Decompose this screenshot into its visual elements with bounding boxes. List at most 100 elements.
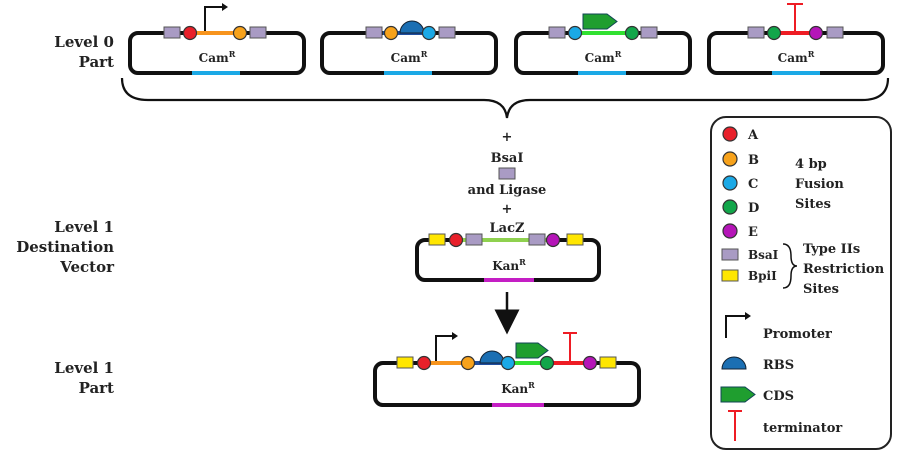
row-label-line: Part [78,379,114,397]
fusion-site-e [545,232,561,248]
promoter-icon [435,335,452,361]
fusion-site-a [448,232,464,248]
bsai-site [640,26,658,39]
rbs-icon [479,350,505,364]
legend-fusion-site-c-label: C [748,177,758,192]
legend-restriction-caption: Restriction [803,262,885,277]
terminator-icon [563,332,577,361]
legend-panel [710,116,892,450]
bsai-site [747,26,765,39]
level0-part-rbs: CamR [320,20,498,75]
row-label-line: Level 0 [54,33,114,51]
legend-content: A B C D E 4 bp Fusion Sites BsaI BpiI Ty… [720,126,885,441]
legend-promoter-arrowhead [745,312,751,320]
row-label-line: Level 1 [54,218,114,236]
bsai-site [826,26,844,39]
bsai-site-icon [498,167,516,180]
legend-fusion-site-d-icon [722,199,738,215]
cam-resistance-label: CamR [585,49,622,65]
row-label-level1-part: Level 1 Part [20,358,114,398]
legend-fusion-sites-caption: Fusion [795,177,844,192]
row-label-line: Part [78,53,114,71]
promoter-icon [204,6,222,31]
legend-restriction-brace [782,243,798,289]
fusion-site-b [383,25,399,41]
legend-fusion-sites-caption: 4 bp [795,157,827,172]
insert-label: LacZ [490,221,525,236]
row-label-line: Vector [60,258,114,276]
fusion-site-a [416,355,432,371]
plus-sign: + [502,130,513,145]
terminator-icon [787,3,803,31]
enzyme-label: BsaI [491,151,524,166]
legend-restriction-caption: Sites [803,282,839,297]
legend-fusion-site-a-icon [722,126,738,142]
promoter-arrowhead [222,3,228,11]
row-label-line: Level 1 [54,359,114,377]
promoter-arrowhead [452,332,458,340]
bsai-site [163,26,181,39]
legend-fusion-site-c-icon [722,175,738,191]
row-label-level1-destination: Level 1 Destination Vector [10,217,114,277]
cds-icon [582,13,618,30]
legend-promoter-label: Promoter [763,327,832,342]
bpii-site [428,233,446,246]
legend-terminator-icon [728,410,742,441]
combine-brace [120,77,890,119]
bsai-site [249,26,267,39]
level1-destination-vector: KanR [415,232,601,282]
bsai-site [438,26,456,39]
bsai-site [528,233,546,246]
cam-resistance-label: CamR [391,49,428,65]
fusion-site-b [232,25,248,41]
fusion-site-e [808,25,824,41]
row-label-level0: Level 0 Part [20,32,114,72]
legend-rbs-label: RBS [763,358,794,373]
rbs-icon [399,20,425,34]
fusion-site-e [582,355,598,371]
cds-icon [515,342,549,359]
fusion-site-c [500,355,516,371]
level1-assembled-part: KanR [373,332,641,407]
fusion-site-a [182,25,198,41]
legend-fusion-sites-caption: Sites [795,197,831,212]
bpii-site [599,356,617,369]
legend-restriction-caption: Type IIs [803,242,860,257]
fusion-site-b [460,355,476,371]
legend-fusion-site-b-icon [722,151,738,167]
legend-bsai-icon [721,248,739,261]
legend-fusion-site-a-label: A [747,128,759,143]
legend-cds-icon [720,386,756,403]
fusion-site-c [421,25,437,41]
legend-terminator-label: terminator [763,421,842,436]
legend-bpii-label: BpiI [748,269,777,283]
bsai-site [548,26,566,39]
bsai-site [365,26,383,39]
ligase-label: and Ligase [468,183,547,198]
row-label-line: Destination [16,238,114,256]
legend-rbs-icon [721,356,747,370]
fusion-site-d [766,25,782,41]
level0-part-promoter: CamR [128,3,306,75]
bsai-site [465,233,483,246]
legend-promoter-icon [725,315,745,338]
level0-part-cds: CamR [514,13,692,75]
fusion-site-d [539,355,555,371]
legend-fusion-site-b-label: B [748,153,759,168]
fusion-site-d [624,25,640,41]
plus-sign: + [502,202,513,217]
fusion-site-c [567,25,583,41]
legend-fusion-site-e-label: E [748,225,758,240]
kan-resistance-label: KanR [492,257,526,273]
cam-resistance-label: CamR [199,49,236,65]
legend-fusion-site-e-icon [722,223,738,239]
bpii-site [396,356,414,369]
level0-part-terminator: CamR [707,3,885,75]
legend-fusion-site-d-label: D [748,201,759,216]
cam-resistance-label: CamR [778,49,815,65]
legend-bsai-label: BsaI [748,248,779,262]
legend-bpii-icon [721,269,739,282]
bpii-site [566,233,584,246]
kan-resistance-label: KanR [501,380,535,396]
